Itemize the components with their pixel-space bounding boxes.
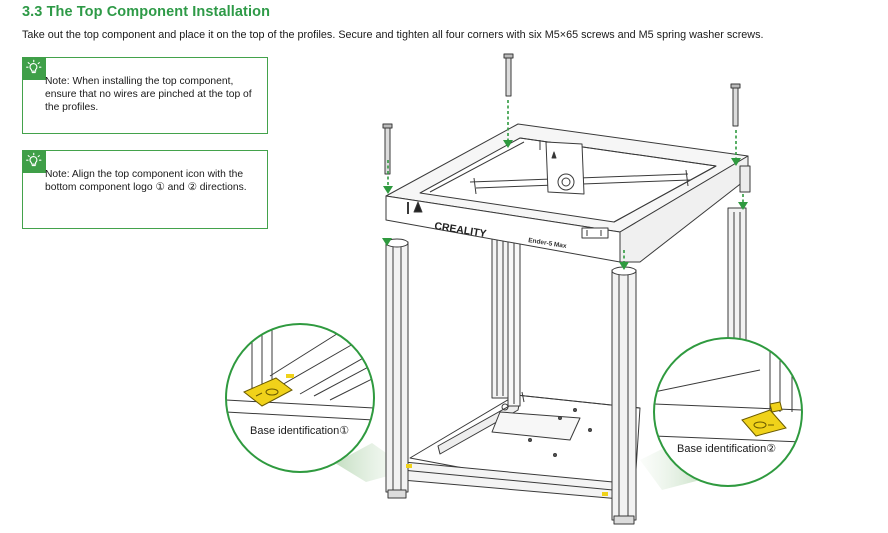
callout-label-1: Base identification① xyxy=(250,425,350,437)
top-frame xyxy=(385,123,749,263)
m5-screws xyxy=(382,53,751,193)
note-box-alignment: Note: Align the top component icon with … xyxy=(22,150,268,229)
note-tab xyxy=(22,57,46,80)
base-marker-1 xyxy=(406,464,412,468)
base-marker-2 xyxy=(602,492,608,496)
install-direction-arrows xyxy=(387,100,744,262)
instruction-text: Take out the top component and place it … xyxy=(22,29,764,41)
callout-fan-right xyxy=(640,446,708,490)
note-tab xyxy=(22,150,46,173)
callout-label-2: Base identification② xyxy=(677,443,777,455)
note-text: Note: Align the top component icon with … xyxy=(45,169,247,193)
callout-circle-1 xyxy=(225,323,375,473)
section-title: 3.3 The Top Component Installation xyxy=(22,4,271,20)
lightbulb-icon xyxy=(26,59,42,74)
base-frame xyxy=(401,391,641,501)
lightbulb-icon xyxy=(26,152,42,167)
callout-circle-2 xyxy=(653,337,803,487)
note-text: Note: When installing the top component,… xyxy=(45,76,252,113)
note-box-wires: Note: When installing the top component,… xyxy=(22,57,268,134)
arrow-heads xyxy=(382,140,748,270)
